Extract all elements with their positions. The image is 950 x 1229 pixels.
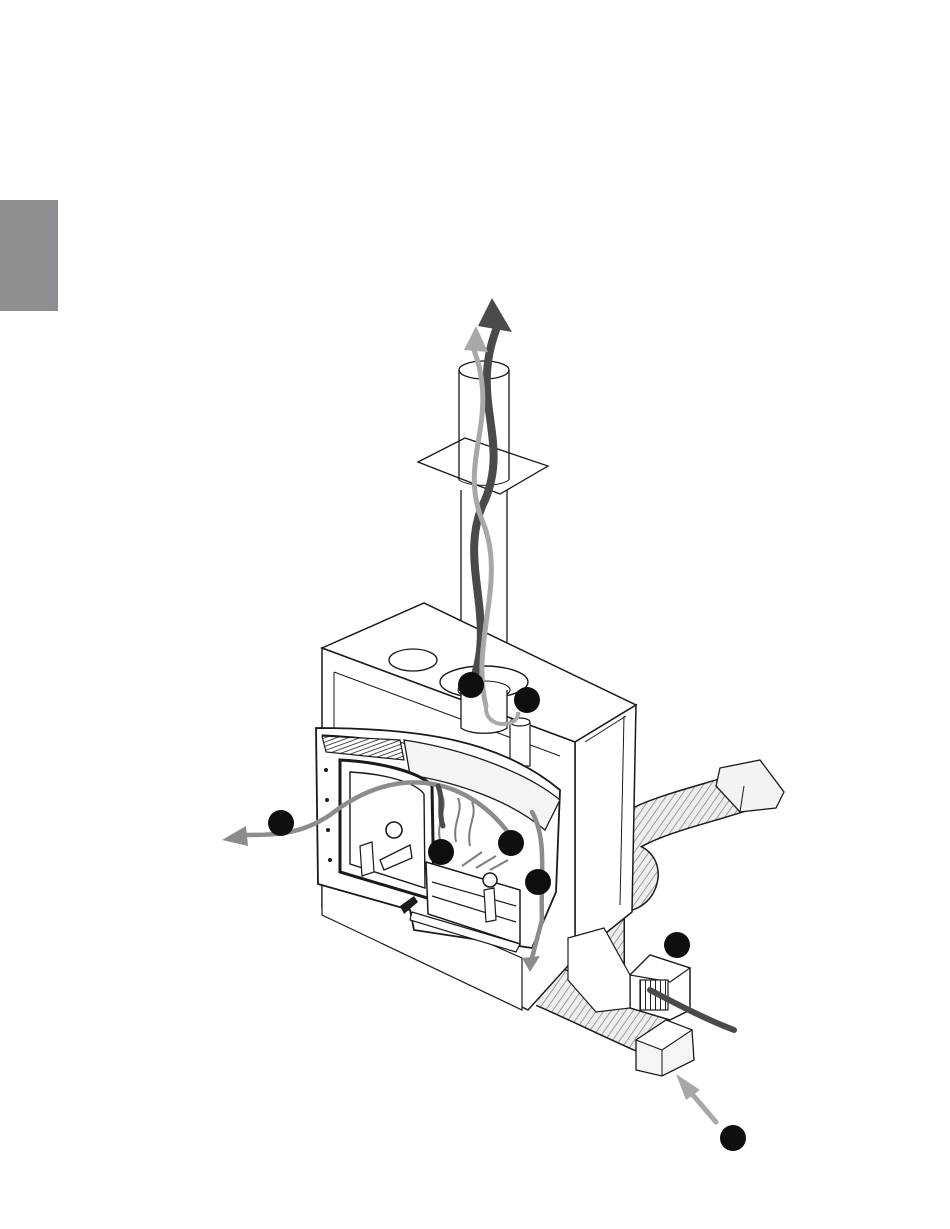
callout-side-channel bbox=[525, 869, 551, 895]
flue-gas-arrow-head bbox=[478, 298, 512, 332]
callout-flue-collar bbox=[458, 672, 484, 698]
callout-room-air-outlet bbox=[268, 810, 294, 836]
callout-air-inlet-top bbox=[514, 687, 540, 713]
callout-firebox-air-right bbox=[498, 830, 524, 856]
outside-air-arrow-head bbox=[464, 326, 488, 352]
room-air-arrow-head bbox=[222, 826, 248, 846]
callout-blower-box bbox=[664, 932, 690, 958]
callout-firebox-air-left bbox=[428, 839, 454, 865]
callout-outside-air-intake bbox=[720, 1125, 746, 1151]
